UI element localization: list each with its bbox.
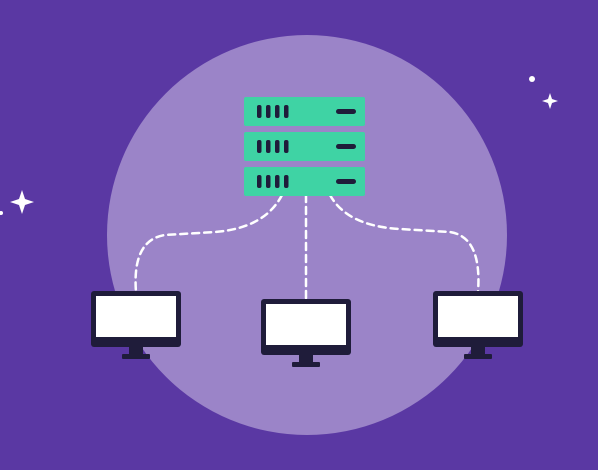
- sparkle-dot-icon: [529, 76, 535, 82]
- server-stack-icon: [244, 97, 365, 196]
- server-unit-3: [244, 167, 365, 196]
- connection-line-right: [328, 193, 480, 294]
- server-unit-2: [244, 132, 365, 161]
- monitor-icon-left: [91, 291, 181, 359]
- monitor-icon-right: [433, 291, 523, 359]
- monitor-icon-center: [261, 299, 351, 367]
- sparkle-dot-edge-icon: [0, 211, 3, 215]
- server-unit-1: [244, 97, 365, 126]
- sparkle-icon-left: [10, 190, 34, 214]
- connection-line-left: [134, 193, 284, 294]
- sparkle-icon-right: [542, 93, 558, 109]
